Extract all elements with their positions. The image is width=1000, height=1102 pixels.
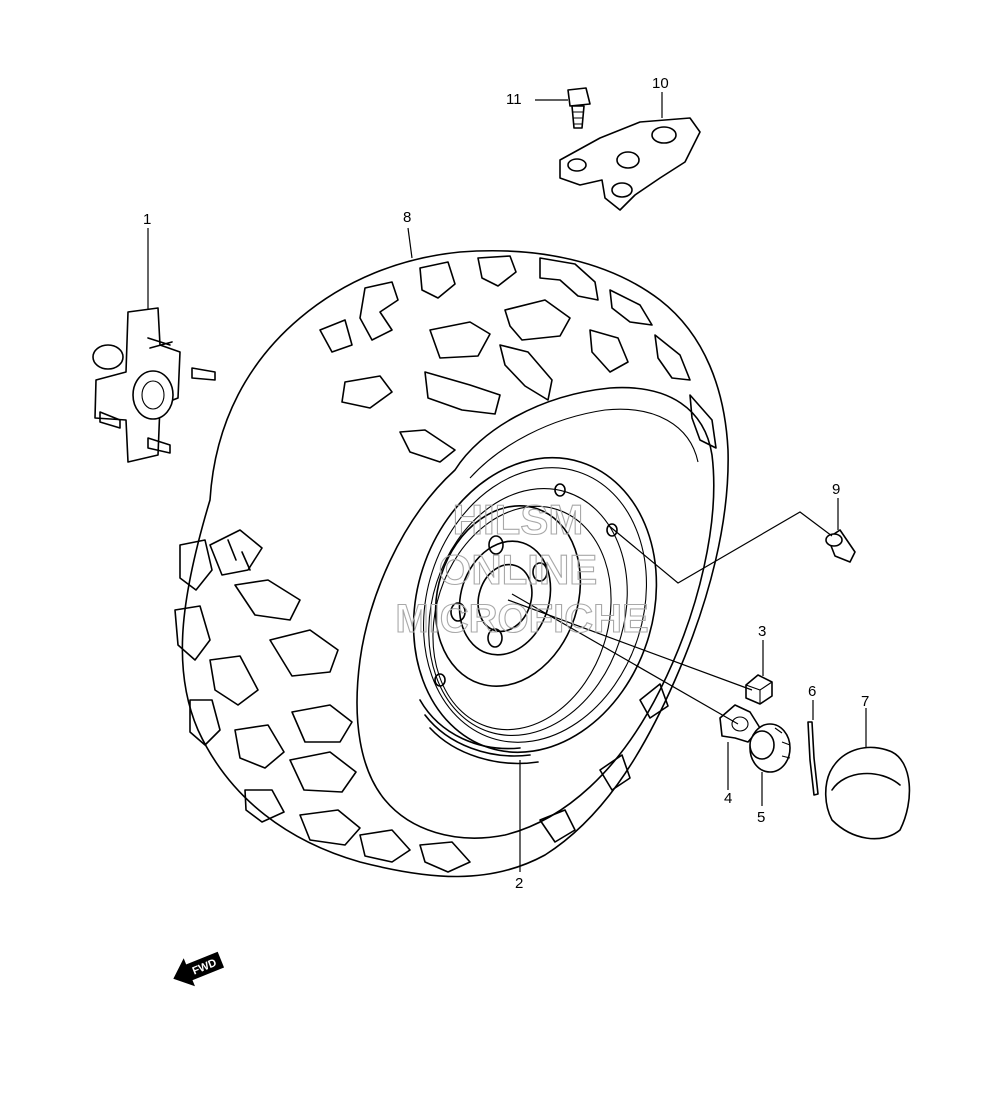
leader-lines — [147, 92, 867, 872]
arrow-left-icon — [173, 951, 225, 987]
tread-pattern-side — [174, 529, 669, 873]
callout-4: 4 — [724, 790, 732, 807]
mounting-bracket — [559, 117, 701, 211]
wheel-nut — [745, 674, 773, 705]
wheel-hub — [92, 307, 216, 463]
callout-6: 6 — [808, 683, 816, 700]
watermark-line-1: HILSM — [453, 496, 584, 543]
cotter-pin — [807, 721, 819, 796]
callout-9: 9 — [832, 481, 840, 498]
callout-1: 1 — [143, 211, 151, 228]
watermark-line-3: MICROFICHE — [395, 597, 648, 641]
hub-cap — [824, 746, 911, 840]
callout-7: 7 — [861, 693, 869, 710]
wheel-rim — [412, 456, 658, 765]
fwd-direction-badge: FWD — [173, 951, 225, 987]
callout-3: 3 — [758, 623, 766, 640]
callout-11: 11 — [506, 91, 522, 108]
flange-bolt — [567, 87, 591, 129]
callout-8: 8 — [403, 209, 411, 226]
tread-pattern-top — [319, 255, 717, 463]
castle-nut — [749, 723, 791, 773]
callout-5: 5 — [757, 809, 765, 826]
callout-10: 10 — [652, 75, 669, 92]
callout-numbers: 1 2 3 4 5 6 7 8 9 10 11 — [143, 75, 869, 892]
callout-2: 2 — [515, 875, 523, 892]
watermark: HILSM ONLINE MICROFICHE — [395, 495, 649, 641]
watermark-line-2: ONLINE — [439, 546, 598, 593]
tire-valve — [825, 529, 856, 563]
